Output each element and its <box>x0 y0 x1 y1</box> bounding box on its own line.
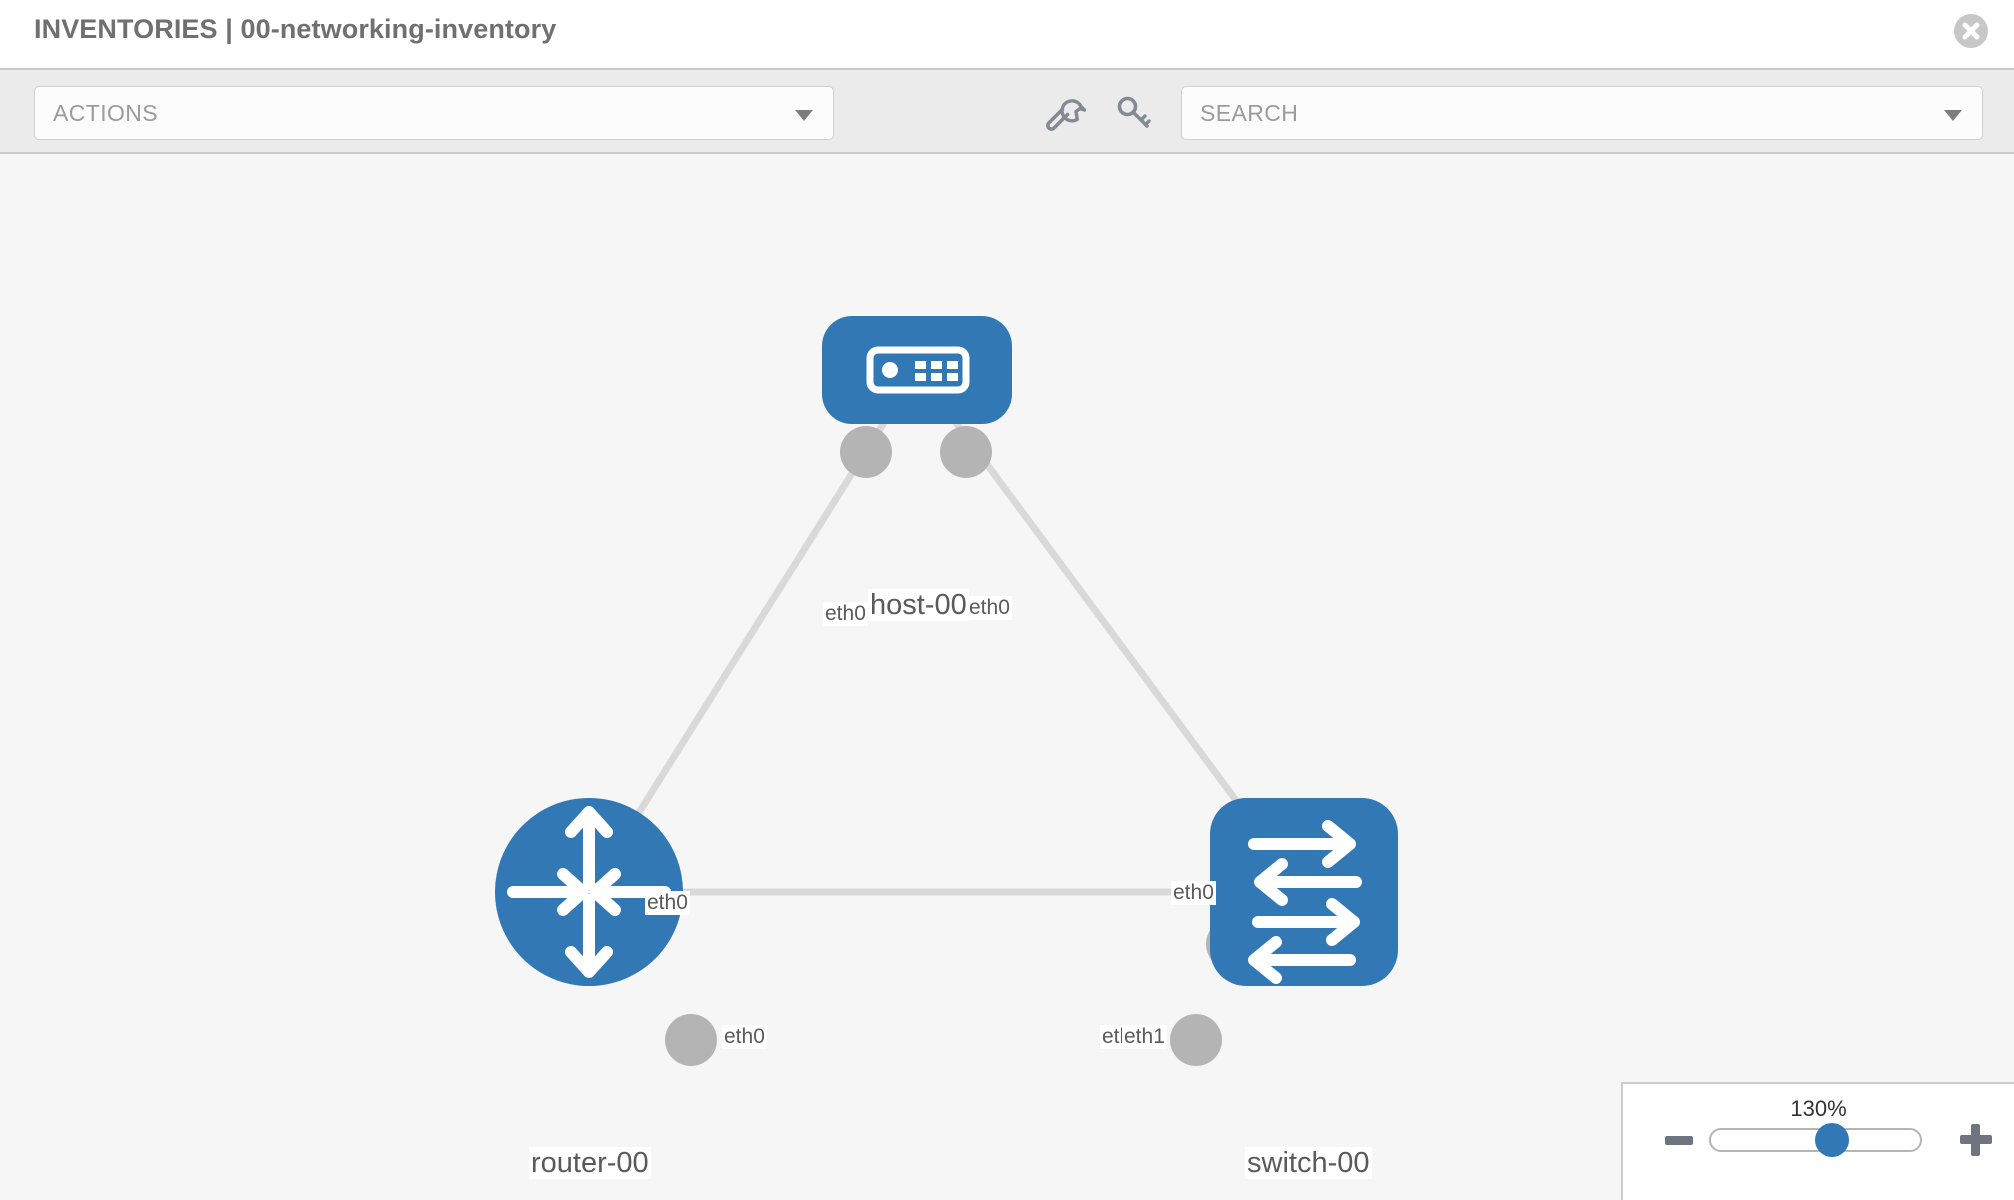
node-host-00 <box>822 316 1012 424</box>
topology-graph <box>495 316 1398 1066</box>
key-icon[interactable] <box>1112 92 1154 134</box>
router-arrows-icon <box>507 806 671 978</box>
node-label-router-00: router-00 <box>529 1147 651 1180</box>
port-label: eth0 <box>1171 881 1216 905</box>
ports-layer <box>665 426 1266 1066</box>
search-input[interactable]: SEARCH <box>1181 86 1983 140</box>
port-label: eth0 <box>967 596 1012 620</box>
zoom-slider-handle[interactable] <box>1814 1123 1849 1157</box>
port-circle <box>940 426 992 478</box>
node-label-host-00: host-00 <box>868 589 969 622</box>
port-label: eth1 <box>1122 1025 1167 1049</box>
node-router-00 <box>495 798 683 986</box>
close-icon[interactable] <box>1954 14 1988 48</box>
port-circle <box>1170 1014 1222 1066</box>
server-icon <box>866 346 970 394</box>
chevron-down-icon[interactable] <box>1944 110 1962 121</box>
page-header: INVENTORIES | 00-networking-inventory <box>0 0 2014 68</box>
switch-arrows-icon <box>1248 820 1362 984</box>
port-label: eth0 <box>722 1025 767 1049</box>
actions-dropdown-label: ACTIONS <box>53 100 159 126</box>
topology-canvas[interactable]: eth0 eth0 eth0 eth0 eth0 eth0 eth1 host-… <box>0 154 2014 1200</box>
zoom-in-button[interactable] <box>1960 1124 1992 1156</box>
wrench-icon[interactable] <box>1044 92 1086 134</box>
search-placeholder: SEARCH <box>1200 100 1299 126</box>
zoom-out-button[interactable] <box>1665 1136 1693 1145</box>
page-title: INVENTORIES | 00-networking-inventory <box>34 14 557 44</box>
port-label: eth0 <box>645 891 690 915</box>
node-label-switch-00: switch-00 <box>1245 1147 1372 1180</box>
node-switch-00 <box>1210 798 1398 986</box>
port-label: eth0 <box>823 602 868 626</box>
port-circle <box>840 426 892 478</box>
port-circle <box>665 1014 717 1066</box>
chevron-down-icon <box>795 110 813 121</box>
toolbar: ACTIONS SEARCH <box>0 68 2014 154</box>
actions-dropdown[interactable]: ACTIONS <box>34 86 834 140</box>
zoom-percent-label: 130% <box>1790 1096 1847 1121</box>
zoom-control-panel: 130% <box>1621 1082 2014 1200</box>
